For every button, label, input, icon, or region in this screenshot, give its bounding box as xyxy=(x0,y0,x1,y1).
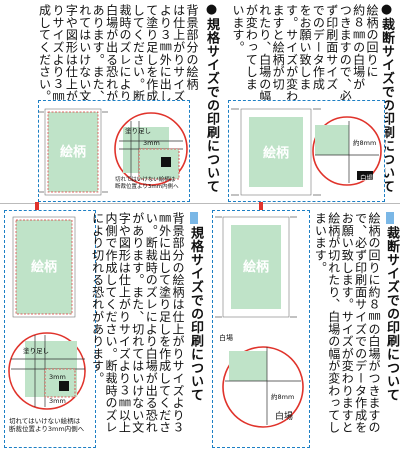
bottom-spec-body: 背景部分の絵柄は仕上がりサイズより３㎜外に出して塗り足しを作成してください。断裁… xyxy=(90,212,185,434)
bottom-spec-art-label: 絵柄 xyxy=(31,259,57,275)
top-spec-dim-label: 3mm xyxy=(143,139,160,147)
bottom-bleed-margin-label: 約8mm xyxy=(271,392,294,401)
top-spec-art-label: 絵柄 xyxy=(60,144,86,160)
top-spec-bleed-label: 塗り足し xyxy=(125,126,151,135)
bottom-bleed-blank-label: 白場 xyxy=(219,334,233,342)
section-divider xyxy=(0,203,400,204)
bottom-spec-dim-label2: 3mm xyxy=(49,397,66,405)
bottom-bleed-heading-bar xyxy=(386,212,394,224)
bottom-spec-heading-bar xyxy=(190,212,198,224)
bottom-spec-heading: 規格サイズでの印刷について xyxy=(188,226,203,402)
top-bleed-body: 絵柄の回りに 約８㎜の白場が つきますので、必 ず印刷面サイズ でのデータ作成 … xyxy=(230,4,379,115)
top-spec-caption: 切れてはいけない絵柄は 断裁位置より3mm内側へ xyxy=(115,177,179,190)
bottom-spec-caption: 切れてはいけない絵柄は 断裁位置より3mm内側へ xyxy=(9,417,85,433)
top-spec-heading: ●規格サイズでの印刷について xyxy=(204,2,219,193)
bottom-spec-dim-label: 3mm xyxy=(49,373,66,381)
top-bleed-art-label: 絵柄 xyxy=(263,145,289,161)
bottom-bleed-art-label: 絵柄 xyxy=(243,259,269,275)
top-bleed-blank-label: 白場 xyxy=(360,174,373,182)
top-spec-figure: 絵柄 3mm 塗り足し 切れてはいけない絵柄は 断裁位置より3mm内側へ xyxy=(38,100,190,202)
bottom-bleed-figure: 絵柄 約8mm 白場 白場 xyxy=(212,210,310,448)
bottom-spec-bleed-label: 塗り足し xyxy=(23,346,49,355)
bottom-bleed-body: 絵柄の回りに約８㎜の白場がつきますので、必ず印刷面サイズでのデータ作成をお願い致… xyxy=(313,212,381,434)
top-bleed-margin-label: 約8mm xyxy=(353,138,376,147)
bottom-spec-figure: 絵柄 塗り足し 3mm 3mm 切れてはいけない絵柄は 断裁位置より3mm内側へ xyxy=(4,210,96,448)
bottom-bleed-blank-label2: 白場 xyxy=(275,410,293,422)
top-bleed-figure: 絵柄 約8mm 白場 xyxy=(228,100,385,202)
bottom-bleed-heading: 裁断サイズでの印刷について xyxy=(384,226,399,402)
